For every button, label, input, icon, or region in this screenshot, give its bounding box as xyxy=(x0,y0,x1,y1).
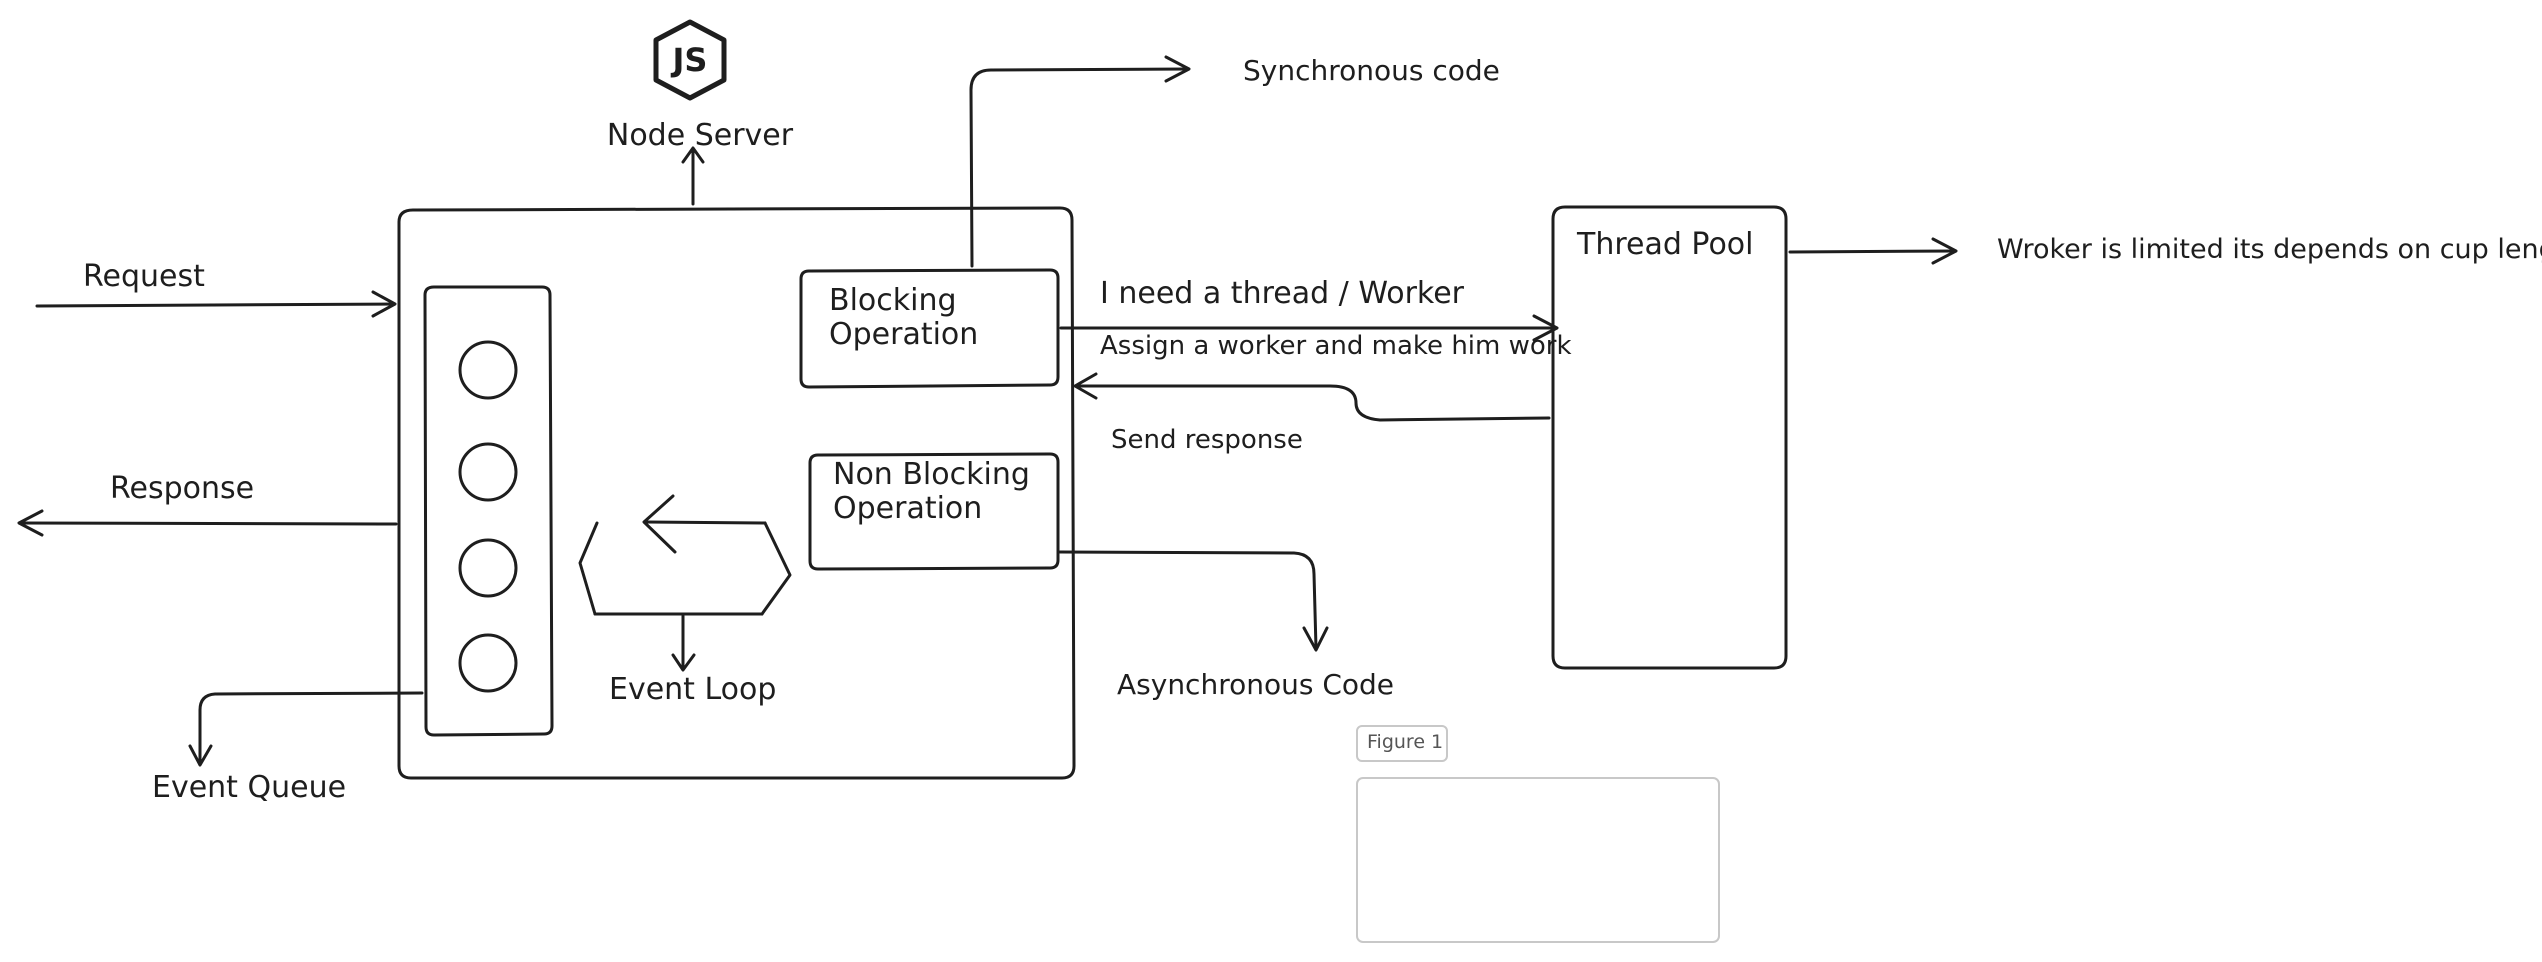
request-arrow xyxy=(35,290,397,318)
non-blocking-operation-line2: Operation xyxy=(833,491,982,526)
nodejs-logo-icon: JS xyxy=(653,19,727,101)
event-queue-slot xyxy=(458,340,518,400)
thread-pool-label: Thread Pool xyxy=(1576,227,1754,262)
event-loop-icon xyxy=(578,494,792,672)
blocking-operation-box xyxy=(799,268,1060,389)
blocking-operation-line1: Blocking xyxy=(829,283,957,318)
request-label: Request xyxy=(83,259,205,294)
non-blocking-operation-box xyxy=(808,452,1060,571)
thread-response-arrow xyxy=(1073,372,1551,422)
asynchronous-code-arrow xyxy=(1058,550,1329,652)
event-queue-slot xyxy=(458,442,518,502)
asynchronous-code-label: Asynchronous Code xyxy=(1117,668,1394,701)
worker-limit-label: Wroker is limited its depends on cup len… xyxy=(1997,234,2542,265)
send-response-label: Send response xyxy=(1111,425,1303,455)
figure-frame-tag-label: Figure 1 xyxy=(1367,731,1443,753)
event-loop-label: Event Loop xyxy=(609,672,776,707)
non-blocking-operation-line1: Non Blocking xyxy=(833,457,1030,492)
event-queue-label: Event Queue xyxy=(152,770,346,805)
synchronous-code-label: Synchronous code xyxy=(1243,54,1500,87)
response-arrow xyxy=(17,509,398,537)
need-thread-label: I need a thread / Worker xyxy=(1100,276,1465,311)
event-queue-arrow xyxy=(188,691,424,767)
assign-worker-label: Assign a worker and make him work xyxy=(1100,331,1572,361)
thread-request-arrow xyxy=(1059,314,1559,342)
event-queue-slot xyxy=(458,633,518,693)
blocking-operation-line2: Operation xyxy=(829,317,978,352)
synchronous-code-arrow xyxy=(969,55,1191,268)
worker-limit-arrow xyxy=(1788,237,1958,265)
node-server-arrow xyxy=(681,146,705,206)
figure-frame[interactable] xyxy=(1356,777,1720,943)
nodejs-logo-text: JS xyxy=(671,41,708,79)
figure-frame-tag[interactable] xyxy=(1356,725,1448,762)
response-label: Response xyxy=(110,471,254,506)
node-server-label: Node Server xyxy=(607,118,794,153)
event-queue-slot xyxy=(458,538,518,598)
thread-pool-box xyxy=(1551,205,1788,670)
node-server-box xyxy=(397,206,1076,780)
event-queue-box xyxy=(423,285,554,737)
